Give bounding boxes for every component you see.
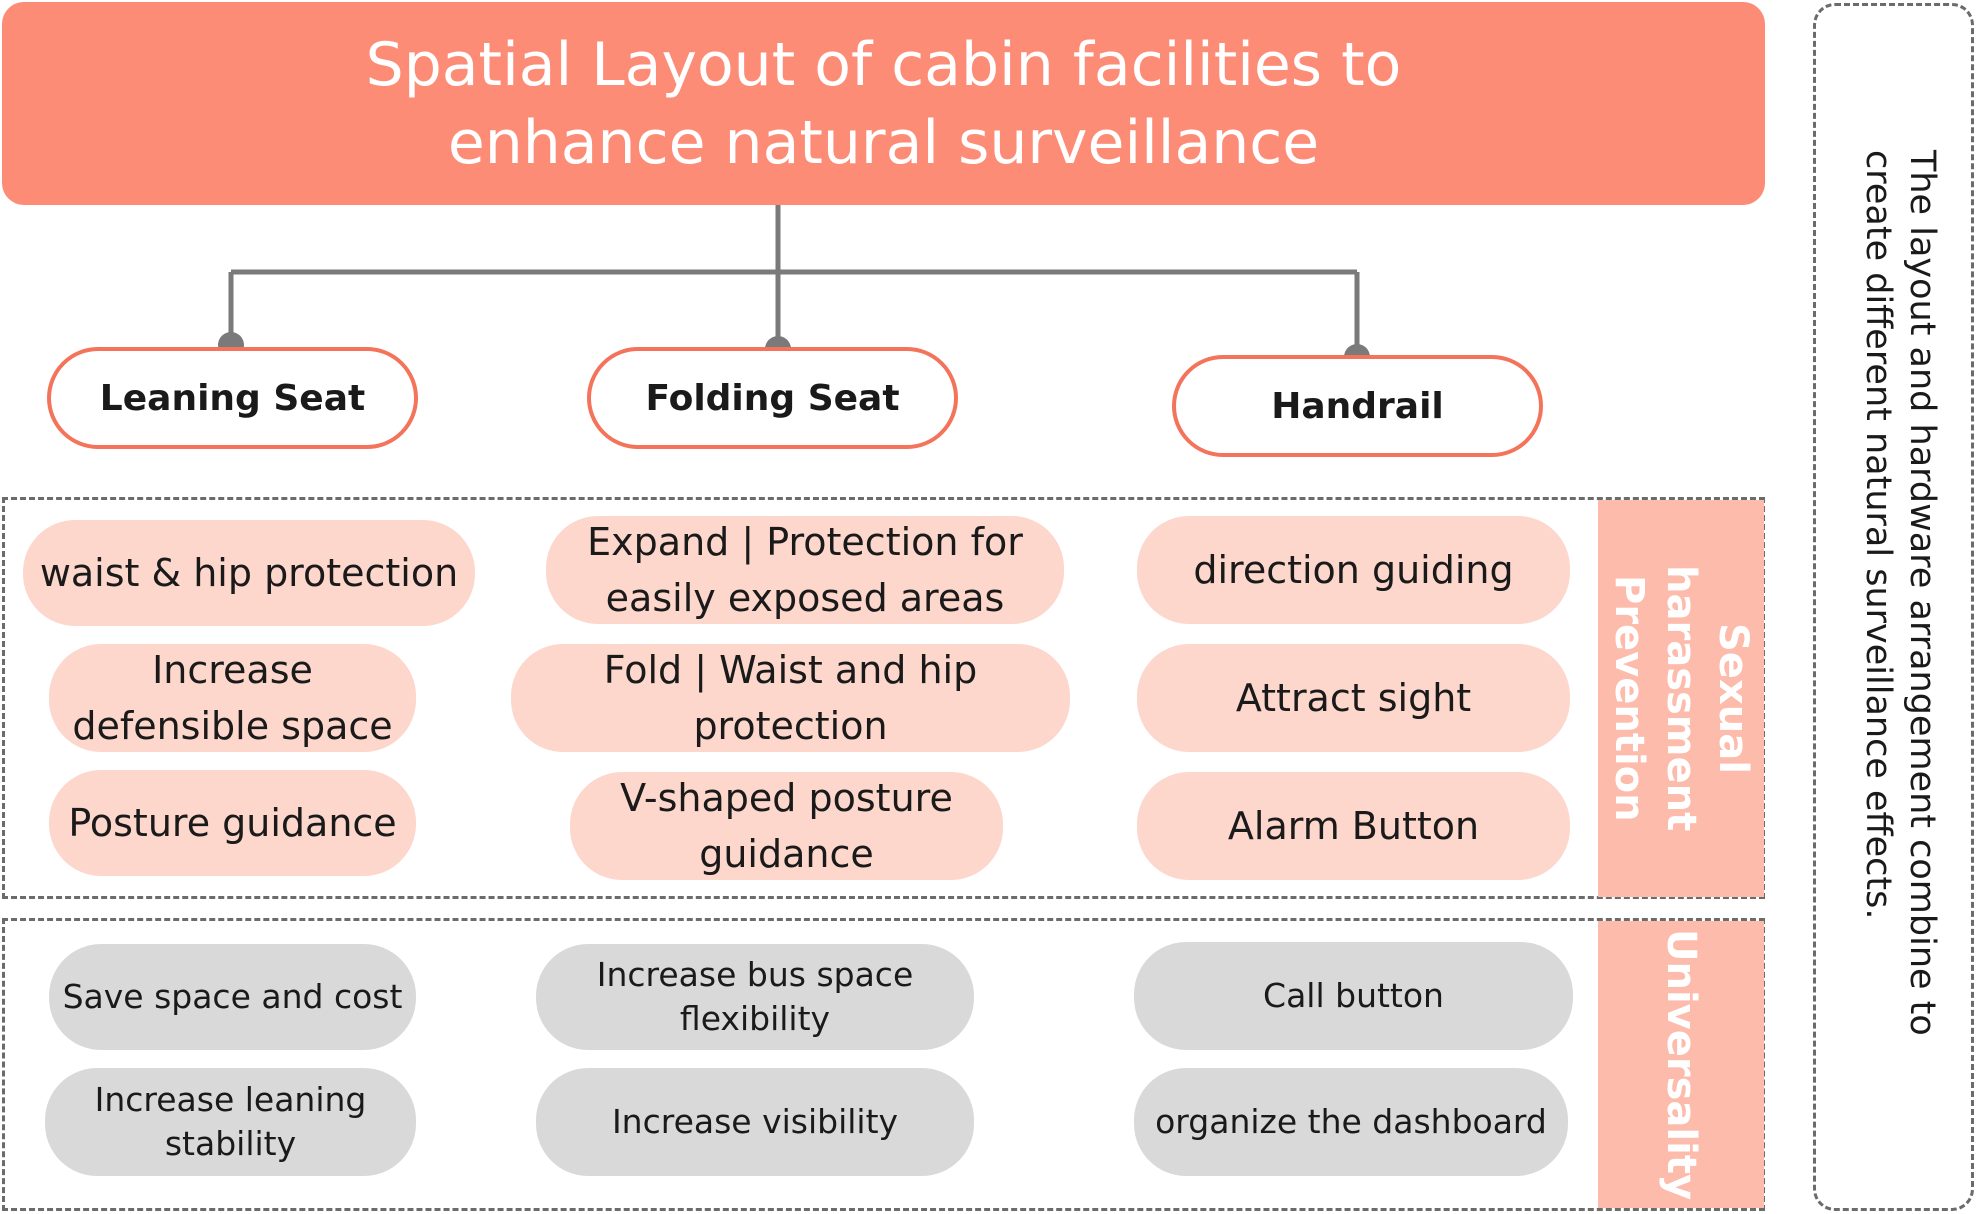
band-universality: Universality <box>1598 921 1764 1208</box>
item-direction-guiding: direction guiding <box>1137 516 1570 624</box>
band-sexual-harassment-label: Sexual harassment Prevention <box>1606 565 1756 832</box>
item-expand-protection: Expand | Protection for easily exposed a… <box>546 516 1064 624</box>
item-waist-hip-protection: waist & hip protection <box>23 520 475 626</box>
item-organize-dashboard: organize the dashboard <box>1134 1068 1568 1176</box>
category-handrail: Handrail <box>1172 355 1543 457</box>
diagram-title: Spatial Layout of cabin facilities to en… <box>2 2 1765 205</box>
item-save-space-cost: Save space and cost <box>49 944 416 1050</box>
item-posture-guidance: Posture guidance <box>49 770 416 876</box>
item-fold-waist-hip-protection: Fold | Waist and hip protection <box>511 644 1070 752</box>
item-increase-leaning-stability: Increase leaning stability <box>45 1068 416 1176</box>
item-alarm-button: Alarm Button <box>1137 772 1570 880</box>
item-increase-defensible-space: Increase defensible space <box>49 644 416 752</box>
item-increase-bus-space-flexibility: Increase bus space flexibility <box>536 944 974 1050</box>
item-v-shaped-posture-guidance: V-shaped posture guidance <box>570 772 1003 880</box>
side-note-box <box>1813 3 1974 1211</box>
category-leaning-seat: Leaning Seat <box>47 347 418 449</box>
side-note-text: The layout and hardware arrangement comb… <box>1858 150 1942 1036</box>
band-sexual-harassment: Sexual harassment Prevention <box>1598 500 1764 897</box>
category-folding-seat: Folding Seat <box>587 347 958 449</box>
item-attract-sight: Attract sight <box>1137 644 1570 752</box>
band-universality-label: Universality <box>1658 928 1704 1200</box>
item-call-button: Call button <box>1134 942 1573 1050</box>
item-increase-visibility: Increase visibility <box>536 1068 974 1176</box>
